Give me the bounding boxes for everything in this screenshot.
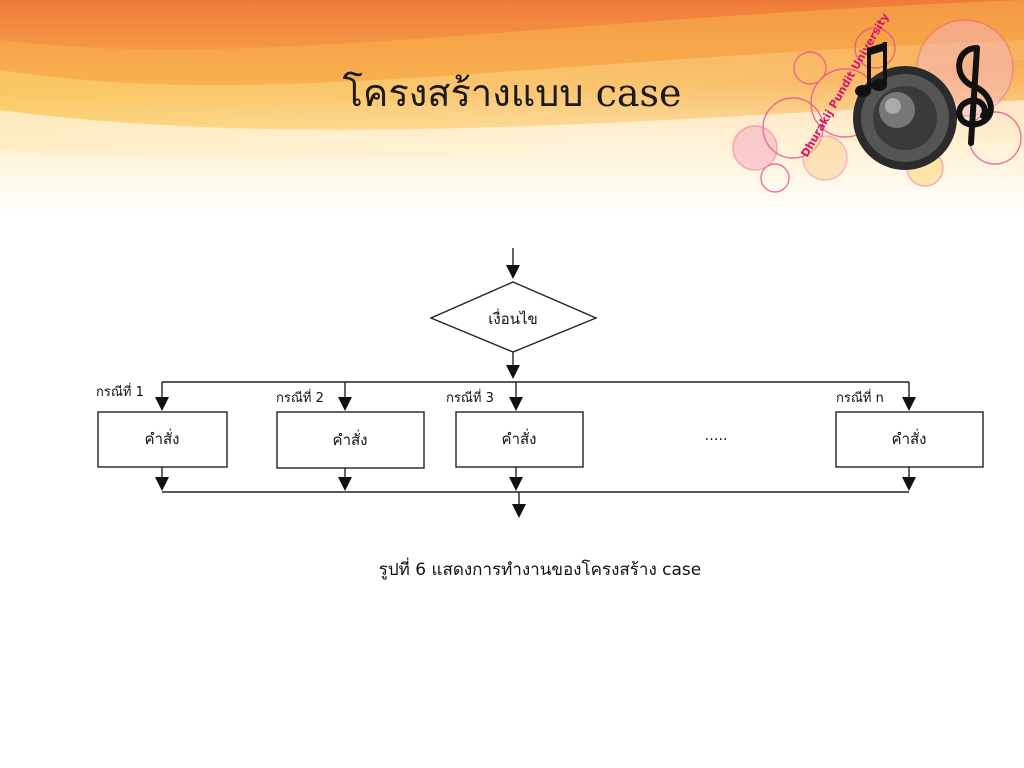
statement-box-2	[276, 411, 425, 469]
ellipsis: …..	[705, 428, 728, 444]
statement-label-n: คำสั่ง	[892, 428, 927, 448]
statement-box-1	[97, 411, 228, 468]
figure-caption: รูปที่ 6 แสดงการทำงานของโครงสร้าง case	[379, 557, 702, 580]
case-3-label: กรณีที่ 3	[446, 389, 494, 406]
case-2-label: กรณีที่ 2	[276, 389, 324, 406]
statement-box-n	[835, 411, 984, 468]
statement-label-3: คำสั่ง	[502, 428, 537, 448]
statement-label-1: คำสั่ง	[145, 428, 180, 448]
speaker-icon	[853, 66, 957, 170]
case-1-label: กรณีที่ 1	[96, 383, 144, 400]
music-note-icon	[855, 42, 887, 97]
statement-box-3	[455, 411, 584, 468]
statement-label-2: คำสั่ง	[333, 429, 368, 449]
case-n-label: กรณีที่ n	[836, 389, 884, 406]
header-background	[0, 0, 1024, 215]
treble-clef-icon	[956, 45, 994, 146]
slide-title: โครงสร้างแบบ case	[342, 71, 682, 115]
university-logo: Dhurakij Pundit University	[732, 11, 1022, 193]
condition-label: เงื่อนไข	[488, 308, 538, 328]
